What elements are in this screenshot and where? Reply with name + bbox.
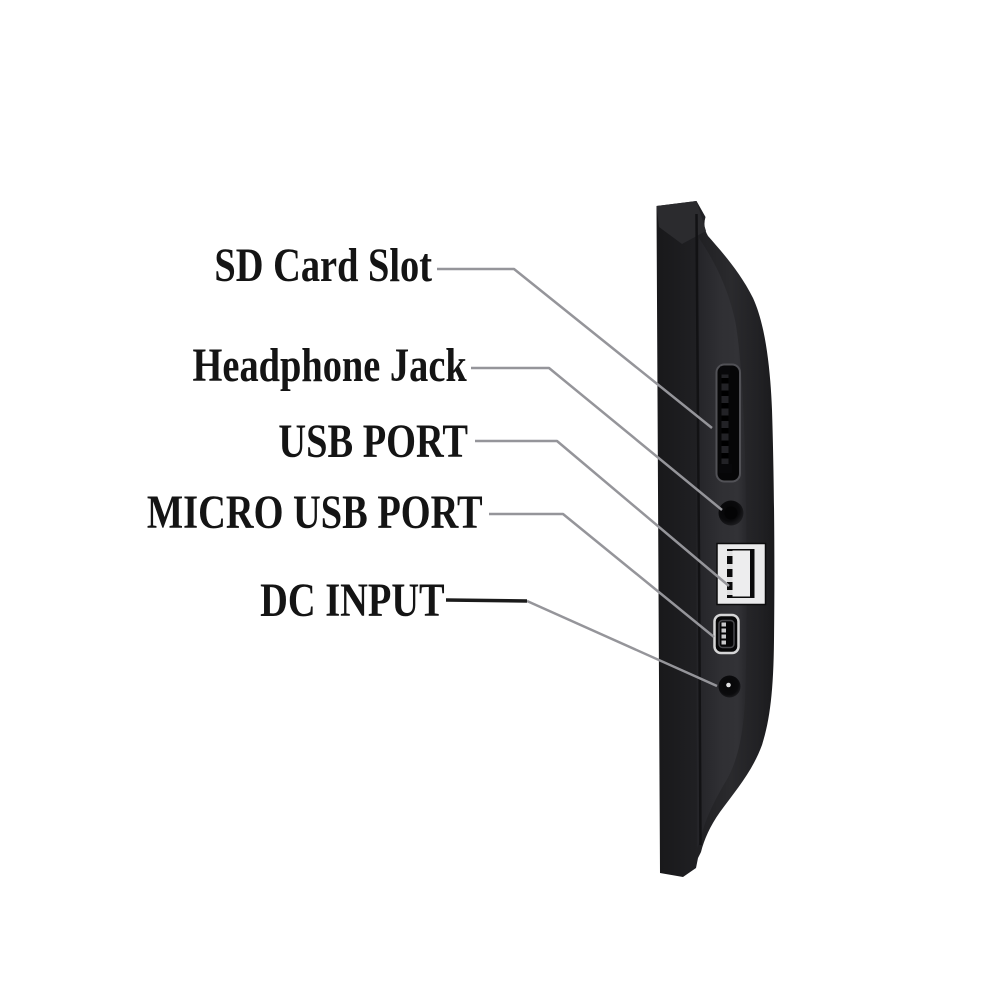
label-micro-usb-port-text: MICRO USB PORT <box>147 486 483 539</box>
label-sd-card-slot-text: SD Card Slot <box>214 239 432 292</box>
leader-line-dc-input-diagonal <box>526 599 718 688</box>
photo-frame-side-view <box>656 201 775 877</box>
dc-input-port <box>718 675 741 698</box>
label-headphone-jack: Headphone Jack <box>124 342 467 390</box>
label-headphone-jack-text: Headphone Jack <box>192 339 467 392</box>
usb-port <box>716 542 767 606</box>
leader-line-usb-port <box>475 439 730 587</box>
label-micro-usb-port: MICRO USB PORT <box>63 489 483 537</box>
label-dc-input-text: DC INPUT <box>260 574 445 627</box>
device-top-face <box>656 201 706 244</box>
leader-line-micro-usb-port <box>489 512 715 638</box>
label-dc-input: DC INPUT <box>214 577 445 625</box>
leader-line-sd-card-slot <box>437 267 713 429</box>
sd-card-slot-port <box>715 363 741 483</box>
leader-line-dc-input-horizontal <box>445 598 528 603</box>
leader-lines <box>437 267 730 688</box>
headphone-jack-port <box>718 500 744 526</box>
label-usb-port: USB PORT <box>231 418 468 466</box>
label-usb-port-text: USB PORT <box>278 415 468 468</box>
leader-line-headphone-jack <box>471 366 723 511</box>
micro-usb-port <box>713 613 740 655</box>
label-sd-card-slot: SD Card Slot <box>160 242 432 290</box>
